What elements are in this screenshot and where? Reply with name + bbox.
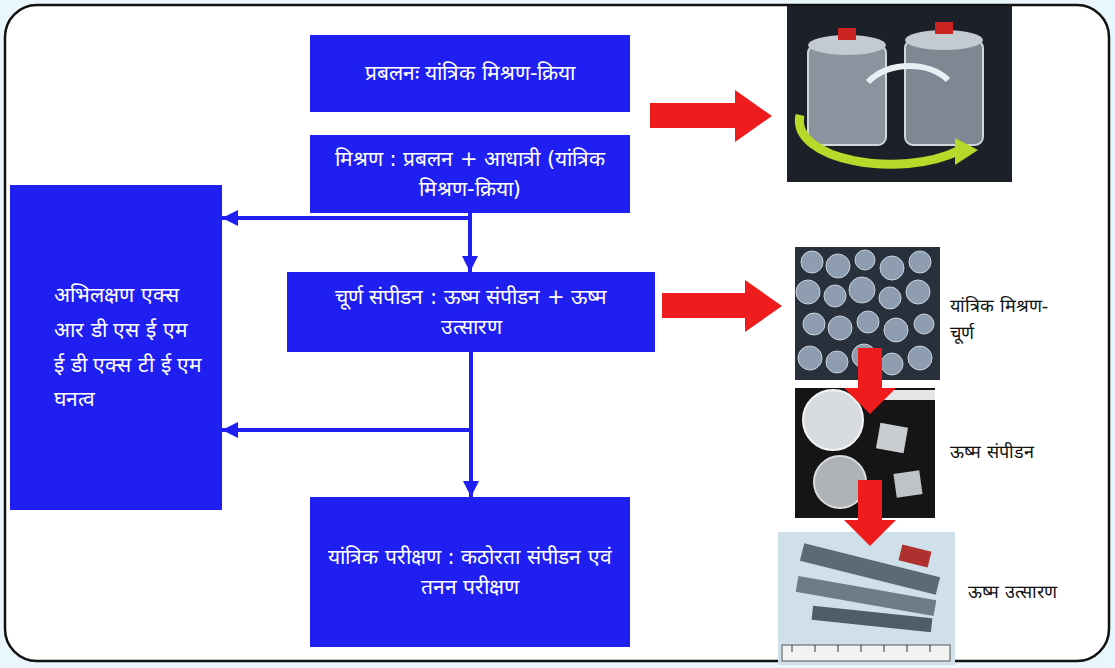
red-arrow	[662, 280, 782, 332]
box-text: अभिलक्षण एक्स आर डी एस ई एम ई डी एक्स टी…	[54, 278, 204, 417]
box-text: मिश्रण : प्रबलन + आधात्री (यांत्रिक मिश्…	[324, 144, 616, 205]
red-arrow	[650, 90, 772, 142]
flow-arrow	[468, 213, 472, 272]
box-text: यांत्रिक परीक्षण : कठोरता संपीडन एवं तनन…	[324, 542, 616, 603]
box-text: चूर्ण संपीडन : ऊष्म संपीडन + ऊष्म उत्सार…	[301, 282, 641, 343]
process-box: प्रबलनः यांत्रिक मिश्रण-क्रिया	[310, 35, 630, 112]
extrusion-photo	[778, 532, 955, 665]
side-box: अभिलक्षण एक्स आर डी एस ई एम ई डी एक्स टी…	[10, 185, 222, 510]
photo-caption: ऊष्म उत्सारण	[968, 578, 1102, 605]
process-box: मिश्रण : प्रबलन + आधात्री (यांत्रिक मिश्…	[310, 135, 630, 213]
flow-arrow	[222, 213, 470, 218]
box-text: प्रबलनः यांत्रिक मिश्रण-क्रिया	[365, 58, 576, 88]
flow-arrow	[222, 352, 471, 430]
process-box: चूर्ण संपीडन : ऊष्म संपीडन + ऊष्म उत्सार…	[287, 272, 655, 352]
mill-photo	[787, 6, 1012, 182]
process-box: यांत्रिक परीक्षण : कठोरता संपीडन एवं तनन…	[310, 497, 630, 647]
red-arrow	[844, 348, 896, 414]
red-arrow	[844, 480, 896, 546]
photo-caption: यांत्रिक मिश्रण-चूर्ण	[950, 292, 1068, 346]
photo-caption: ऊष्म संपीडन	[950, 438, 1090, 465]
